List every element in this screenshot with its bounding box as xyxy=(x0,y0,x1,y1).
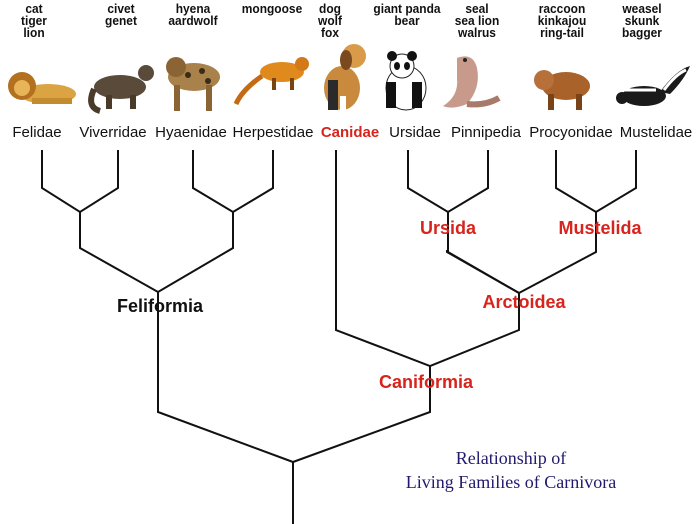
species-name: seal xyxy=(465,1,489,16)
clade-label-caniformia: Caniformia xyxy=(378,372,474,392)
species-name: aardwolf xyxy=(168,13,218,28)
caption-line-1: Relationship of xyxy=(455,448,567,468)
species-name: wolf xyxy=(318,13,342,28)
panda-icon xyxy=(385,51,427,111)
species-name: mongoose xyxy=(241,1,303,16)
species-name: giant panda xyxy=(373,1,441,16)
family-label-hyaenidae: Hyaenidae xyxy=(155,124,227,141)
species-name: lion xyxy=(23,25,45,40)
species-name: tiger xyxy=(21,13,47,28)
family-label-ursidae: Ursidae xyxy=(389,124,441,141)
species-name: hyena xyxy=(175,1,211,16)
hyena-icon xyxy=(166,57,220,111)
species-herpestidae: mongoose xyxy=(235,1,309,16)
branch-feliformia xyxy=(79,212,234,294)
branch-caniformia xyxy=(335,150,520,368)
species-hyaenidae: hyena aardwolf xyxy=(156,1,230,28)
lion-icon xyxy=(8,72,76,104)
dog-icon xyxy=(324,44,366,112)
branch-ursida xyxy=(407,150,489,214)
species-name: dog xyxy=(319,1,341,16)
branch-felidae-viverridae xyxy=(41,150,119,214)
species-mustelidae: weasel skunk bagger xyxy=(605,1,679,40)
species-name: skunk xyxy=(624,13,660,28)
family-label-viverridae: Viverridae xyxy=(79,124,147,141)
family-label-procyonidae: Procyonidae xyxy=(529,124,613,141)
raccoon-icon xyxy=(534,70,590,110)
species-ursidae: giant panda bear xyxy=(370,1,444,28)
diagram-caption: Relationship of Living Families of Carni… xyxy=(406,446,616,494)
clade-label-mustelida: Mustelida xyxy=(558,218,642,238)
sea-lion-icon xyxy=(443,56,501,108)
clade-label-ursida: Ursida xyxy=(419,218,477,238)
skunk-icon xyxy=(616,66,690,106)
caption-line-2: Living Families of Carnivora xyxy=(405,472,617,492)
family-label-pinnipedia: Pinnipedia xyxy=(450,124,522,141)
species-canidae: dog wolf fox xyxy=(293,1,367,40)
species-name: bear xyxy=(394,13,420,28)
species-pinnipedia: seal sea lion walrus xyxy=(440,1,514,40)
species-name: fox xyxy=(321,25,339,40)
branch-hyaenidae-herpestidae xyxy=(192,150,274,214)
branch-mustelida xyxy=(555,150,637,214)
species-viverridae: civet genet xyxy=(84,1,158,28)
branch-ursida-stem xyxy=(447,212,597,295)
family-label-felidae: Felidae xyxy=(12,124,62,141)
species-name: bagger xyxy=(622,25,662,40)
species-name: civet xyxy=(107,1,135,16)
species-name: sea lion xyxy=(454,13,500,28)
species-procyonidae: raccoon kinkajou ring-tail xyxy=(525,1,599,40)
species-name: walrus xyxy=(458,25,496,40)
species-felidae: cat tiger lion xyxy=(0,1,71,40)
species-name: kinkajou xyxy=(537,13,587,28)
species-name: ring-tail xyxy=(540,25,584,40)
clade-label-arctoidea: Arctoidea xyxy=(482,292,566,312)
civet-icon xyxy=(88,65,154,114)
family-label-mustelidae: Mustelidae xyxy=(619,124,693,141)
species-name: weasel xyxy=(622,1,662,16)
family-label-canidae: Canidae xyxy=(320,124,380,141)
family-label-herpestidae: Herpestidae xyxy=(232,124,314,141)
clade-label-feliformia: Feliformia xyxy=(116,296,204,316)
species-name: cat xyxy=(25,1,43,16)
species-name: raccoon xyxy=(538,1,586,16)
mongoose-icon xyxy=(233,57,309,106)
species-name: genet xyxy=(105,13,137,28)
